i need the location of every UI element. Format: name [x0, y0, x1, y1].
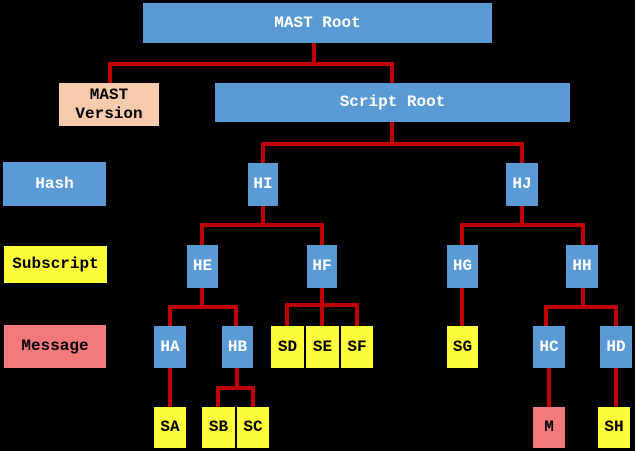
node-hj: HJ [506, 163, 538, 206]
node-m: M [533, 407, 565, 448]
node-sc: SC [237, 407, 269, 448]
node-sa: SA [154, 407, 186, 448]
node-hc: HC [533, 326, 565, 368]
node-he: HE [187, 245, 218, 288]
connectors-group [108, 43, 618, 407]
node-hh: HH [566, 245, 598, 288]
node-sg: SG [447, 326, 478, 368]
connector-hh-children [544, 288, 618, 326]
node-mast-version: MAST Version [59, 83, 159, 126]
node-hi: HI [248, 163, 278, 206]
connector-mastroot-children [108, 43, 394, 83]
node-hf: HF [307, 245, 337, 288]
connector-scriptroot-children [261, 122, 524, 163]
node-ha: HA [154, 326, 186, 368]
legend-message: Message [4, 325, 106, 368]
connector-hi-children [200, 206, 324, 245]
node-sd: SD [271, 326, 304, 368]
node-hg: HG [447, 245, 478, 288]
legend-subscript: Subscript [4, 246, 107, 283]
connector-he-children [168, 288, 238, 326]
connector-hf-children [285, 288, 359, 326]
node-hd: HD [600, 326, 632, 368]
node-script-root: Script Root [215, 83, 570, 122]
node-hb: HB [222, 326, 253, 368]
node-mast-root: MAST Root [143, 3, 492, 43]
node-sh: SH [598, 407, 630, 448]
legend-hash: Hash [3, 162, 106, 206]
node-sf: SF [341, 326, 373, 368]
node-sb: SB [202, 407, 235, 448]
connector-hj-children [460, 206, 585, 245]
node-se: SE [306, 326, 339, 368]
connector-hb-children [216, 368, 255, 407]
